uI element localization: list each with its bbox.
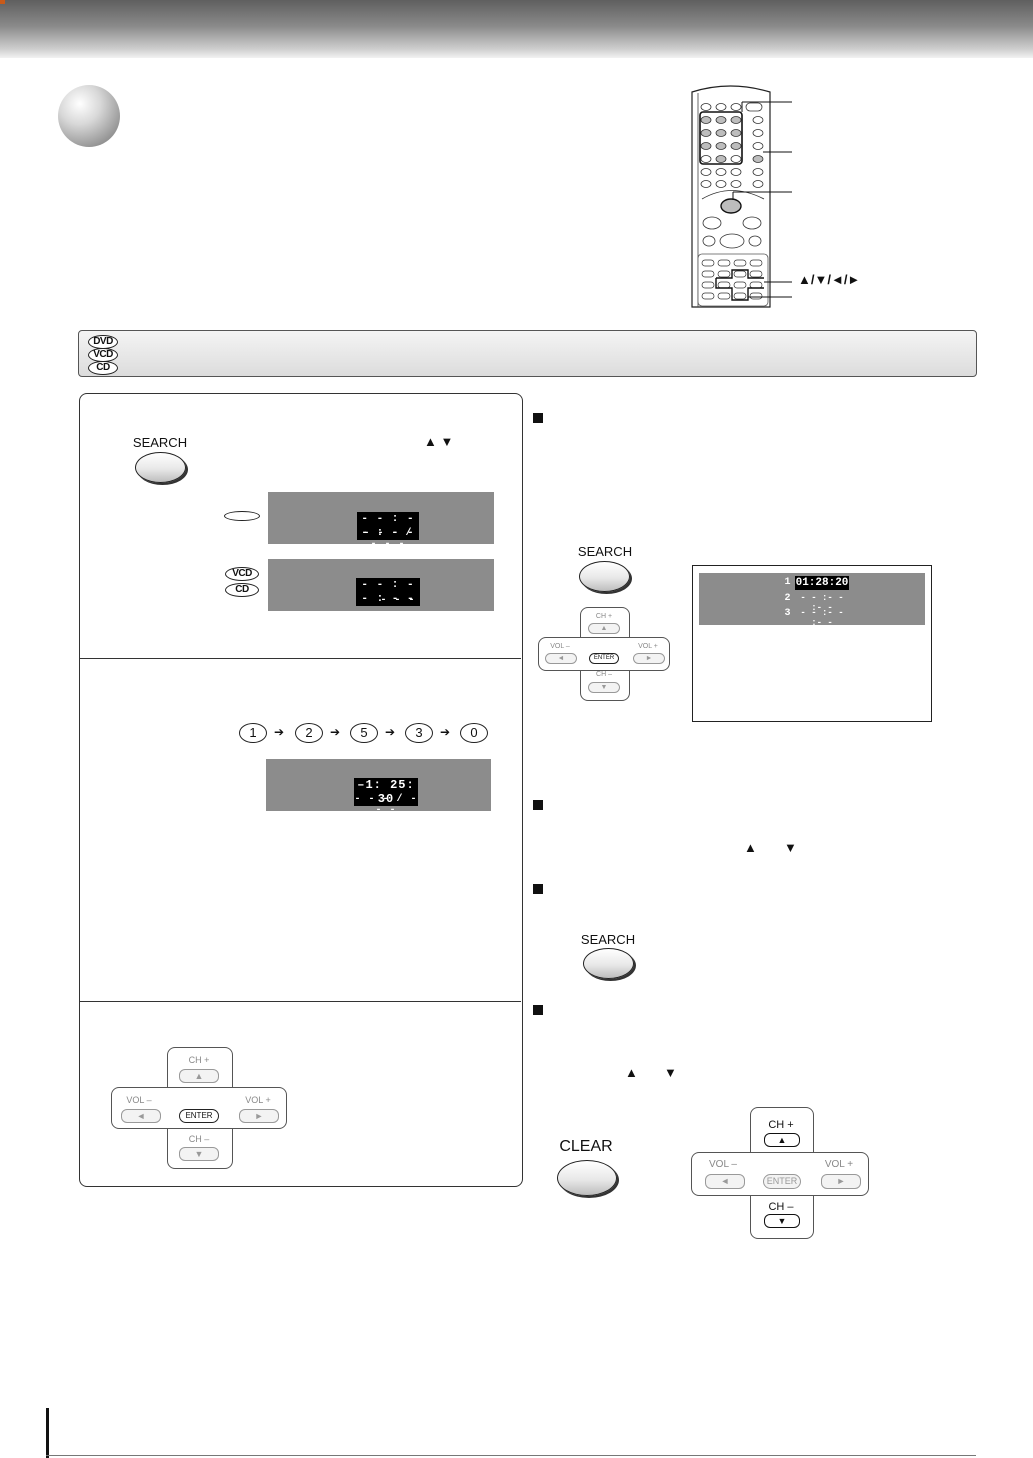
- vol-down-button[interactable]: ◄: [121, 1109, 161, 1123]
- search-button-3[interactable]: [583, 948, 634, 979]
- dvd-disc-icon-step1: [224, 511, 260, 521]
- digit-2-button[interactable]: 2: [295, 723, 323, 743]
- vol-plus-label-clear: VOL +: [824, 1159, 854, 1170]
- ch-up-button-small[interactable]: ▲: [588, 623, 620, 634]
- marker-dpad: CH + ▲ VOL – ◄ ENTER VOL + ► CH – ▼: [538, 607, 670, 701]
- note-bullet-3: [533, 884, 543, 894]
- marker-time-selected[interactable]: 01:28:20: [795, 576, 849, 590]
- steps-panel: [79, 393, 523, 1187]
- header-band: [0, 0, 1033, 58]
- digit-5-button[interactable]: 5: [350, 723, 378, 743]
- ch-plus-label-clear: CH +: [768, 1119, 794, 1131]
- step1-arrows: ▲ ▼: [424, 434, 454, 449]
- vol-down-button-small[interactable]: ◄: [545, 653, 577, 664]
- cd-disc-icon: CD: [88, 361, 118, 375]
- ch-minus-label-small: CH –: [596, 671, 612, 678]
- sequence-arrow-icon: ➔: [385, 725, 396, 739]
- step-divider-2: [80, 1001, 521, 1002]
- search-button[interactable]: [135, 452, 186, 483]
- down-arrow-icon: ▼: [664, 1065, 677, 1080]
- digit-0-button[interactable]: 0: [460, 723, 488, 743]
- up-arrow-icon: ▲: [625, 1065, 638, 1080]
- enter-button[interactable]: ENTER: [179, 1109, 219, 1123]
- section-bullet-icon: [58, 85, 120, 147]
- digit-1-button[interactable]: 1: [239, 723, 267, 743]
- vol-plus-label: VOL +: [245, 1095, 271, 1105]
- vcd-time-field: - - : - - : - -: [356, 578, 420, 606]
- vol-plus-label-small: VOL +: [638, 643, 658, 650]
- clear-button[interactable]: [557, 1160, 617, 1196]
- clear-dpad: CH + ▲ VOL – ◄ ENTER VOL + ► CH – ▼: [691, 1107, 869, 1239]
- search-button-label: SEARCH: [132, 435, 188, 450]
- ch-down-button-small[interactable]: ▼: [588, 682, 620, 693]
- marker-num: 3: [784, 608, 792, 619]
- note-bullet-4: [533, 1005, 543, 1015]
- ch-up-button-clear[interactable]: ▲: [764, 1133, 800, 1147]
- enter-button-clear[interactable]: ENTER: [763, 1174, 801, 1189]
- up-arrow-icon: ▲: [744, 840, 757, 855]
- ch-up-button[interactable]: ▲: [179, 1069, 219, 1083]
- dvd-disc-icon: DVD: [88, 335, 118, 349]
- step-divider-1: [80, 658, 521, 659]
- ch-minus-label-clear: CH –: [768, 1201, 794, 1213]
- ch-plus-label: CH +: [188, 1055, 210, 1065]
- marker-time[interactable]: - - :- - :- -: [800, 593, 844, 613]
- remote-arrow-callout: ▲/▼/◄/►: [798, 272, 861, 287]
- footer-rule: [46, 1455, 976, 1456]
- vcd-track-field: - - -: [380, 595, 416, 606]
- vol-minus-label-small: VOL –: [550, 643, 570, 650]
- vol-up-button[interactable]: ►: [239, 1109, 279, 1123]
- step3-dpad: CH + ▲ VOL – ◄ ENTER VOL + ► CH – ▼: [111, 1047, 287, 1169]
- digit-3-button[interactable]: 3: [405, 723, 433, 743]
- enter-button-small[interactable]: ENTER: [589, 653, 619, 664]
- vol-down-button-clear[interactable]: ◄: [705, 1174, 745, 1189]
- page-edge-bar: [46, 1408, 49, 1458]
- marker-num: 1: [784, 577, 792, 588]
- sequence-arrow-icon: ➔: [440, 725, 451, 739]
- corner-mark: [0, 0, 5, 4]
- marker-list: 1 01:28:20 2 - - :- - :- - 3 - - :- - :-…: [699, 573, 925, 628]
- search-button-label-right: SEARCH: [577, 544, 633, 559]
- ch-down-button-clear[interactable]: ▼: [764, 1214, 800, 1228]
- dvd-title-chapter-field: - - - / - - -: [363, 528, 413, 550]
- vcd-disc-icon-step1: VCD: [225, 567, 259, 581]
- ch-down-button[interactable]: ▼: [179, 1147, 219, 1161]
- sequence-arrow-icon: ➔: [330, 725, 341, 739]
- ch-minus-label: CH –: [188, 1134, 210, 1144]
- down-arrow-icon: ▼: [784, 840, 797, 855]
- vcd-disc-icon: VCD: [88, 348, 118, 362]
- vol-up-button-small[interactable]: ►: [633, 653, 665, 664]
- ch-plus-label-small: CH +: [595, 613, 613, 620]
- entered-title-chapter-field: - - - / - - -: [354, 794, 418, 816]
- dvd-time-field: - - : - - : - -: [357, 512, 419, 540]
- entered-time-field: –1: 25: 30: [354, 778, 418, 806]
- vol-minus-label-clear: VOL –: [709, 1159, 737, 1170]
- search-button-label-3: SEARCH: [580, 932, 636, 947]
- sequence-arrow-icon: ➔: [274, 725, 285, 739]
- vcd-search-display: - - : - - : - - - - -: [268, 559, 494, 611]
- disc-type-bar: DVD VCD CD: [78, 330, 977, 377]
- marker-time[interactable]: - - :- - :- -: [800, 608, 844, 628]
- marker-screen: 1 01:28:20 2 - - :- - :- - 3 - - :- - :-…: [692, 565, 932, 722]
- cd-disc-icon-step1: CD: [225, 583, 259, 597]
- clear-button-label: CLEAR: [559, 1138, 613, 1155]
- marker-num: 2: [784, 593, 792, 604]
- note-bullet-2: [533, 800, 543, 810]
- dvd-search-display: - - : - - : - - - - - / - - -: [268, 492, 494, 550]
- vol-minus-label: VOL –: [126, 1095, 152, 1105]
- note-bullet-1: [533, 413, 543, 423]
- entered-time-display: –1: 25: 30 - - - / - - -: [266, 759, 491, 816]
- search-button-right[interactable]: [579, 561, 630, 592]
- remote-control-illustration: [691, 85, 792, 308]
- vol-up-button-clear[interactable]: ►: [821, 1174, 861, 1189]
